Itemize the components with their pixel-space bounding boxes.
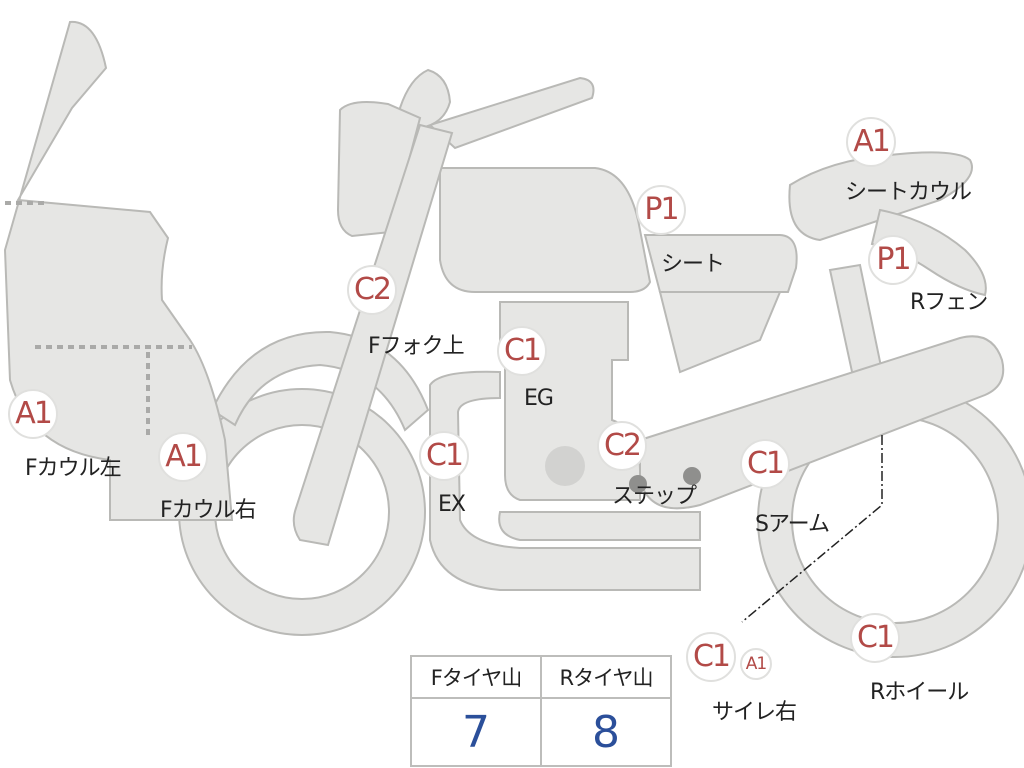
rfender-code-badge: P1 [868,235,918,285]
engine-label: EG [524,386,554,411]
rear-tire-value: 8 [540,697,672,767]
swingarm-label: Sアーム [755,512,830,537]
swing-arm-shape [639,335,1005,510]
front-tire-header: Fタイヤ山 [410,655,542,699]
rfender-label: Rフェン [910,290,988,315]
footstep-right [683,467,701,485]
exhaust-label: EX [438,492,466,517]
muffler-label: サイレ右 [712,700,797,725]
muffler-leader-line [741,435,883,623]
fcowl-right-label: Fカウル右 [160,498,257,523]
seat-code-badge: P1 [636,185,686,235]
exhaust-code-badge: C1 [419,431,469,481]
seat-label: シート [661,252,725,277]
tire-tread-table: Fタイヤ山 Rタイヤ山 7 8 [410,655,672,767]
seat-shape [643,234,798,293]
step-code-badge: C2 [597,421,647,471]
seat-cowl-shape [788,151,973,242]
frame-shape [429,370,701,591]
rwheel-label: Rホイール [870,680,969,705]
fcowl-left-code-badge: A1 [8,389,58,439]
muffler-code-badge: C1 [686,632,736,682]
rear-tire-header: Rタイヤ山 [540,655,672,699]
fcowl-left-label: Fカウル左 [25,456,122,481]
seatcowl-code-badge: A1 [846,117,896,167]
engine-code-badge: C1 [497,326,547,376]
fcowl-right-code-badge: A1 [158,432,208,482]
front-cowl-shape [3,20,234,521]
ffork-code-badge: C2 [347,265,397,315]
front-fork-shape [292,123,454,547]
fuel-tank-shape [439,167,652,293]
muffler-secondary-code-badge: A1 [740,648,772,680]
seatcowl-label: シートカウル [845,180,972,205]
footstep-left [629,475,647,493]
step-label: ステップ [612,484,697,509]
engine-cover [545,446,585,486]
ffork-label: Fフォク上 [368,334,465,359]
front-tire-value: 7 [410,697,542,767]
handlebar-shape [428,76,595,150]
rwheel-code-badge: C1 [850,613,900,663]
swingarm-code-badge: C1 [740,439,790,489]
